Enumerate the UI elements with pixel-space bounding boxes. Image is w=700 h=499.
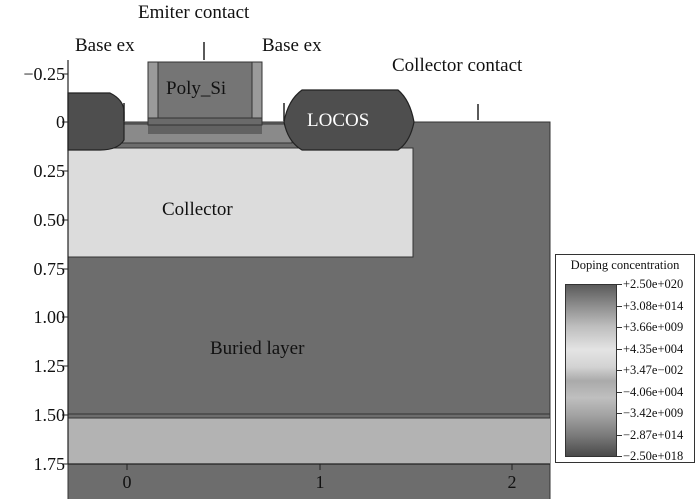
spacer-right: [251, 61, 263, 125]
y-tick-label: 1.75: [33, 454, 66, 474]
doping-legend: Doping concentration +2.50e+020 +3.08e+0…: [555, 254, 695, 463]
collector-region: [67, 147, 414, 258]
legend-value: −2.87e+014: [623, 428, 684, 442]
y-tick-label: 1.25: [33, 356, 66, 376]
base-ex-right-label: Base ex: [262, 35, 322, 56]
collector-contact-label: Collector contact: [392, 55, 523, 76]
y-tick-label: 0.25: [33, 161, 66, 181]
legend-value: +3.08e+014: [623, 299, 684, 313]
legend-value: +2.50e+020: [623, 277, 684, 291]
legend-value: +4.35e+004: [623, 342, 684, 356]
y-tick-label: 0.50: [33, 210, 66, 230]
base-ex-left-label: Base ex: [75, 35, 135, 56]
substrate-region: [68, 418, 550, 464]
poly-si-base: [147, 117, 263, 126]
legend-color-bar: [565, 284, 617, 457]
y-tick-label: 0: [56, 112, 65, 132]
emitter-contact-label: Emiter contact: [138, 2, 250, 23]
x-tick-label: 2: [507, 472, 517, 492]
x-tick-label: 1: [315, 472, 325, 492]
y-tick-label: 0.75: [33, 259, 66, 279]
y-axis-ticks: [62, 73, 68, 465]
y-tick-label: 1.50: [33, 405, 66, 425]
x-tick-label: 0: [122, 472, 132, 492]
legend-value: −3.42e+009: [623, 406, 684, 420]
legend-value: +3.66e+009: [623, 320, 684, 334]
poly-si-region: [157, 61, 253, 125]
legend-value: −4.06e+004: [623, 385, 684, 399]
spacer-left: [147, 61, 159, 125]
intrinsic-base: [148, 124, 262, 134]
y-tick-label: 1.00: [33, 307, 66, 327]
locos-left: [67, 92, 125, 151]
legend-value: +3.47e−002: [623, 363, 684, 377]
locos-right: [283, 89, 415, 151]
x-axis-ticks: [126, 464, 513, 470]
legend-title: Doping concentration: [570, 258, 680, 272]
y-tick-label: −0.25: [23, 64, 65, 84]
poly-si-label: Poly_Si: [166, 78, 227, 99]
collector-label: Collector: [162, 199, 233, 220]
legend-value: −2.50e+018: [623, 449, 684, 463]
locos-label: LOCOS: [307, 110, 370, 131]
buried-layer-label: Buried layer: [210, 338, 305, 359]
